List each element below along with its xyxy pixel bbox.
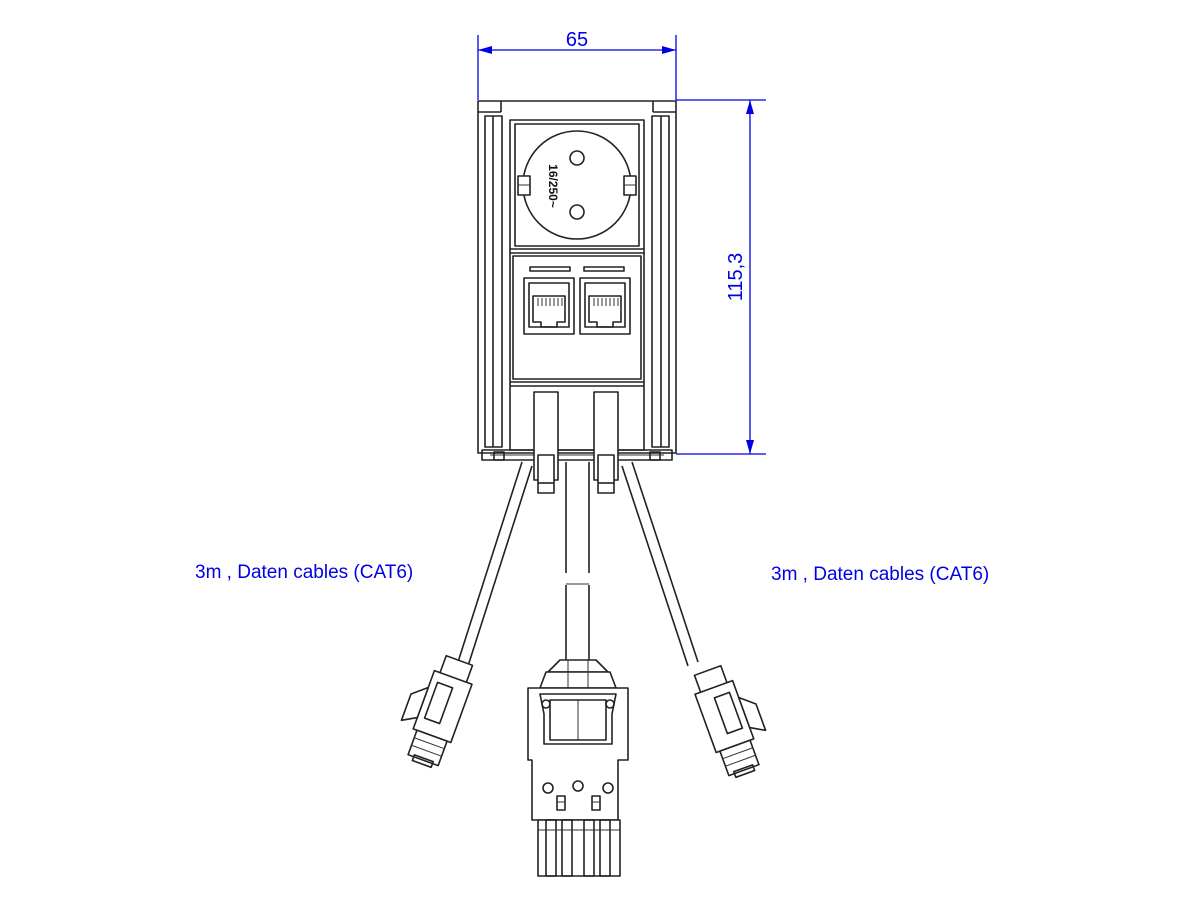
height-dimension: 115,3: [676, 99, 766, 455]
power-cable-center: [565, 462, 590, 662]
width-dimension-label: 65: [566, 29, 588, 51]
housing: [477, 100, 677, 461]
socket-rating-label: 16/250~: [546, 164, 560, 208]
rj45-plug-left: [400, 654, 474, 769]
data-module: [512, 255, 642, 380]
height-dimension-label: 115,3: [725, 253, 747, 302]
cable-clamps: [533, 391, 619, 494]
left-cable-label: 3m , Daten cables (CAT6): [195, 562, 413, 583]
schuko-socket: 16/250~: [514, 123, 640, 247]
width-dimension: 65: [477, 29, 677, 100]
cat6-cable-left: [400, 461, 533, 769]
right-cable-label: 3m , Daten cables (CAT6): [771, 564, 989, 585]
rj45-port-right: [579, 277, 631, 335]
cat6-cable-right: [621, 461, 767, 779]
power-connector: [527, 659, 629, 877]
rj45-plug-right: [693, 664, 767, 779]
rj45-port-left: [523, 277, 575, 335]
